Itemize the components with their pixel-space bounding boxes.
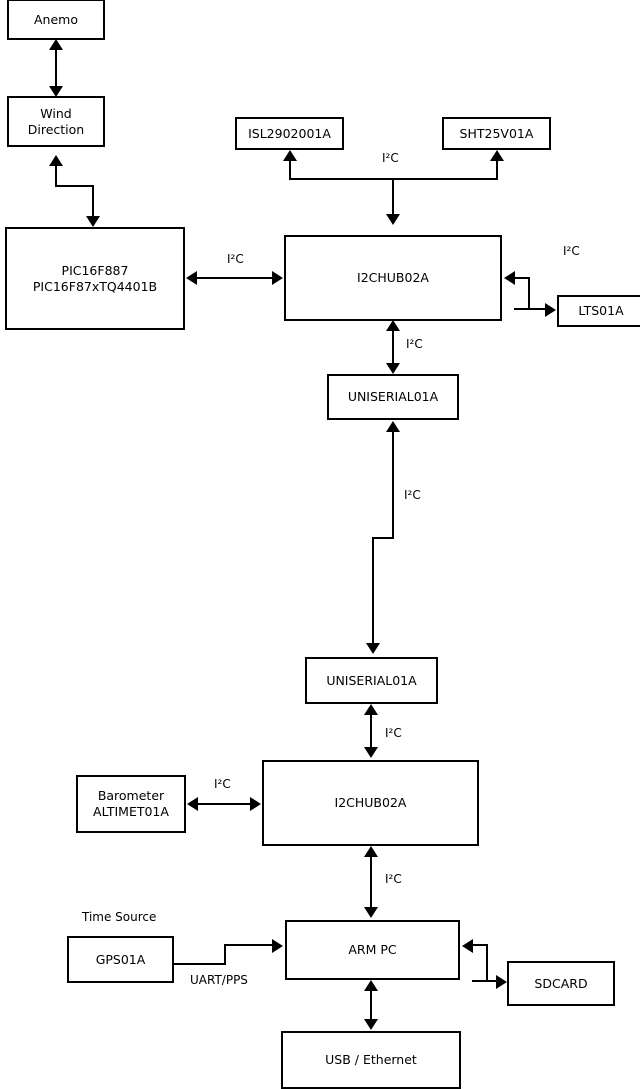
edge-wind-pic-arrow-up <box>49 155 63 166</box>
node-barometer[interactable]: Barometer ALTIMET01A <box>76 775 186 833</box>
edge-bus-isl-arrow <box>283 150 297 161</box>
node-gps01a[interactable]: GPS01A <box>67 936 174 983</box>
node-lts01a-label: LTS01A <box>578 303 624 318</box>
edge-uniserial-hubbottom-line <box>370 713 372 751</box>
node-arm-pc-label: ARM PC <box>348 942 397 957</box>
edge-label-i2c-hub-uniserial: I²C <box>406 337 423 351</box>
edge-armpc-sdcard-arrow-out <box>496 975 507 989</box>
edge-label-uart-pps: UART/PPS <box>190 973 248 987</box>
node-pic-label: PIC16F887 PIC16F87xTQ4401B <box>32 262 158 294</box>
edge-gps-armpc-seg-v <box>224 944 226 965</box>
edge-uniserial-hubbottom-arrow-down <box>364 747 378 758</box>
edge-hub-armpc-arrow-up <box>364 846 378 857</box>
edge-bus-sht-riser <box>496 160 498 180</box>
edge-hub-lts-seg-top <box>514 277 530 279</box>
node-uniserial01a-top[interactable]: UNISERIAL01A <box>327 374 459 420</box>
edge-armpc-usb-arrow-down <box>364 1019 378 1030</box>
node-barometer-label: Barometer ALTIMET01A <box>93 788 169 819</box>
edge-hub-uniserial-arrow-up <box>386 320 400 331</box>
edge-label-i2c-hub-armpc: I²C <box>385 872 402 886</box>
node-i2chub02a-bottom[interactable]: I2CHUB02A <box>262 760 479 846</box>
node-i2chub02a-top-label: I2CHUB02A <box>357 270 429 285</box>
edge-uniserial-link-seg-h <box>372 537 394 539</box>
edge-label-i2c-barometer-hub: I²C <box>214 777 231 791</box>
node-usb-ethernet[interactable]: USB / Ethernet <box>281 1031 461 1089</box>
node-anemo[interactable]: Anemo <box>7 0 105 40</box>
node-anemo-label: Anemo <box>34 11 78 27</box>
edge-uniserial-hubbottom-arrow-up <box>364 704 378 715</box>
edge-anemo-wind-arrow-up <box>49 39 63 50</box>
node-arm-pc[interactable]: ARM PC <box>285 920 460 980</box>
edge-hub-armpc-arrow-down <box>364 907 378 918</box>
edge-label-i2c-pic-hub: I²C <box>227 252 244 266</box>
edge-armpc-sdcard-seg-top <box>472 944 488 946</box>
edge-bus-sht-arrow <box>490 150 504 161</box>
edge-uniserial-link-seg-upper <box>392 431 394 538</box>
edge-armpc-sdcard-seg-v <box>486 944 488 982</box>
edge-anemo-wind-arrow-down <box>49 86 63 97</box>
node-lts01a[interactable]: LTS01A <box>557 295 640 327</box>
edge-armpc-sdcard-arrow-in <box>462 939 473 953</box>
edge-anemo-wind-line <box>55 48 57 90</box>
edge-bus-hub-arrow <box>386 214 400 225</box>
node-isl2902001a-label: ISL2902001A <box>248 125 331 141</box>
annotation-time-source: Time Source <box>82 910 157 924</box>
edge-hub-lts-arrow-out <box>545 303 556 317</box>
edge-hub-lts-seg-bottom <box>514 308 546 310</box>
edge-gps-armpc-seg-right <box>224 944 274 946</box>
edge-label-i2c-uniserial-hub-bottom: I²C <box>385 726 402 740</box>
edge-wind-pic-seg-h <box>55 185 94 187</box>
edge-armpc-usb-line <box>370 989 372 1023</box>
node-uniserial01a-bottom-label: UNISERIAL01A <box>326 672 417 688</box>
edge-pic-hub-line <box>195 277 274 279</box>
edge-armpc-sdcard-seg-bottom <box>472 980 498 982</box>
edge-hub-lts-seg-v <box>528 277 530 310</box>
edge-pic-hub-arrow-left <box>186 271 197 285</box>
node-sdcard[interactable]: SDCARD <box>507 961 615 1006</box>
edge-hub-armpc-line <box>370 855 372 911</box>
edge-uniserial-link-arrow-up <box>386 421 400 432</box>
node-isl2902001a[interactable]: ISL2902001A <box>235 117 344 150</box>
edge-uniserial-link-seg-lower <box>372 537 374 644</box>
edge-gps-armpc-seg-left <box>174 963 226 965</box>
edge-gps-armpc-arrow <box>272 939 283 953</box>
edge-hub-lts-arrow-in <box>504 271 515 285</box>
edge-pic-hub-arrow-right <box>272 271 283 285</box>
node-gps01a-label: GPS01A <box>95 951 146 967</box>
node-uniserial01a-top-label: UNISERIAL01A <box>347 389 439 404</box>
edge-barometer-hub-arrow-right <box>250 797 261 811</box>
node-usb-ethernet-label: USB / Ethernet <box>325 1052 417 1067</box>
node-wind-direction[interactable]: Wind Direction <box>7 96 105 147</box>
edge-label-i2c-top-sensors: I²C <box>382 151 399 165</box>
edge-barometer-hub-line <box>196 803 252 805</box>
edge-wind-pic-seg-down <box>92 185 94 218</box>
node-pic[interactable]: PIC16F887 PIC16F87xTQ4401B <box>5 227 185 330</box>
edge-uniserial-link-arrow-down <box>366 643 380 654</box>
node-sht25v01a[interactable]: SHT25V01A <box>442 117 551 150</box>
node-uniserial01a-bottom[interactable]: UNISERIAL01A <box>305 657 438 704</box>
edge-bus-isl-riser <box>289 160 291 180</box>
edge-wind-pic-seg-up <box>55 165 57 187</box>
edge-bus-to-hub <box>392 178 394 216</box>
node-i2chub02a-top[interactable]: I2CHUB02A <box>284 235 502 321</box>
edge-label-i2c-hub-lts: I²C <box>563 244 580 258</box>
node-i2chub02a-bottom-label: I2CHUB02A <box>334 795 407 810</box>
edge-hub-uniserial-line <box>392 329 394 367</box>
edge-hub-uniserial-arrow-down <box>386 363 400 374</box>
node-sdcard-label: SDCARD <box>534 975 588 991</box>
edge-label-i2c-uniserial-link: I²C <box>404 488 421 502</box>
edge-armpc-usb-arrow-up <box>364 980 378 991</box>
edge-barometer-hub-arrow-left <box>187 797 198 811</box>
node-wind-direction-label: Wind Direction <box>27 105 85 137</box>
edge-wind-pic-arrow-down <box>86 216 100 227</box>
node-sht25v01a-label: SHT25V01A <box>459 125 534 141</box>
